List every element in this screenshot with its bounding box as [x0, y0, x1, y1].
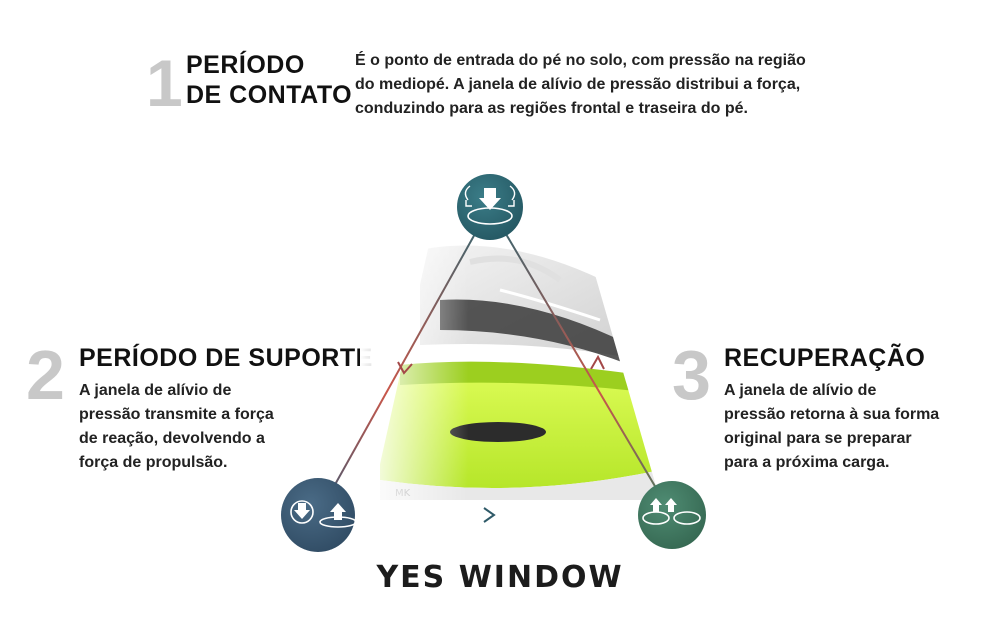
step2-title: PERÍODO DE SUPORTE — [79, 344, 373, 372]
step1-description: É o ponto de entrada do pé no solo, com … — [355, 49, 806, 121]
step2-desc-line1: A janela de alívio de — [79, 382, 232, 399]
step3-desc-line3: original para se preparar — [724, 430, 912, 447]
step2-desc-line2: pressão transmite a força — [79, 406, 274, 423]
step2-description: A janela de alívio de pressão transmite … — [79, 379, 274, 475]
edge-recovery-to-contact — [489, 206, 673, 516]
step1-desc-line3: conduzindo para as regiões frontal e tra… — [355, 100, 748, 117]
step1-desc-line1: É o ponto de entrada do pé no solo, com … — [355, 52, 806, 69]
step3-desc-line2: pressão retorna à sua forma — [724, 406, 940, 423]
step2-number: 2 — [26, 336, 65, 414]
step1-title: PERÍODO DE CONTATO — [186, 51, 352, 110]
step1-number: 1 — [146, 46, 183, 120]
arrow-right-icon — [483, 507, 496, 523]
step1-title-line1: PERÍODO — [186, 51, 305, 79]
step2-desc-line4: força de propulsão. — [79, 454, 228, 471]
step3-title: RECUPERAÇÃO — [724, 344, 926, 372]
step3-number: 3 — [672, 336, 711, 414]
support-pressure-icon — [281, 478, 357, 552]
step3-desc-line1: A janela de alívio de — [724, 382, 877, 399]
step3-desc-line4: para a próxima carga. — [724, 454, 890, 471]
edge-contact-to-support — [317, 206, 491, 516]
step2-desc-line3: de reação, devolvendo a — [79, 430, 265, 447]
recovery-icon — [638, 481, 706, 549]
brand-logo: YES WINDOW — [376, 560, 624, 595]
step3-description: A janela de alívio de pressão retorna à … — [724, 379, 939, 475]
step1-title-line2: DE CONTATO — [186, 80, 353, 109]
arrow-down-left-icon — [397, 361, 413, 375]
arrow-up-right-icon — [590, 354, 605, 370]
step1-desc-line2: do mediopé. A janela de alívio de pressã… — [355, 76, 801, 93]
contact-pressure-icon — [457, 174, 523, 240]
